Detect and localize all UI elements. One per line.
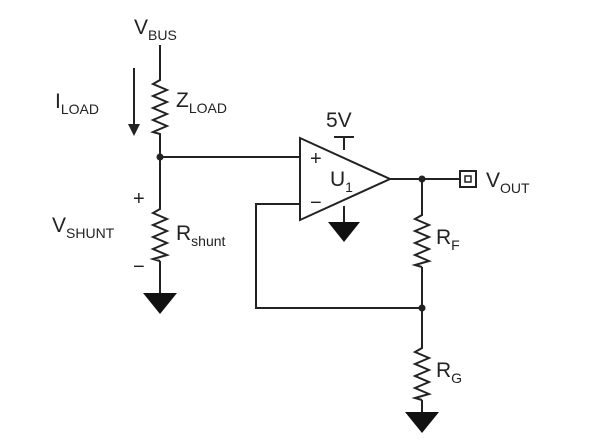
- opamp-minus-sign: −: [310, 192, 322, 214]
- zload-resistor-icon: [150, 76, 170, 138]
- rshunt-resistor-icon: [149, 205, 170, 262]
- rg-resistor-icon: [411, 344, 432, 401]
- ground-icon-rg: [405, 412, 439, 433]
- label-rshunt: Rshunt: [176, 222, 226, 249]
- ground-icon-shunt: [143, 293, 177, 314]
- ground-icon-opamp: [328, 222, 360, 242]
- vshunt-plus-sign: +: [133, 188, 145, 210]
- junction-node-feedback: [418, 304, 426, 312]
- label-supply-5v: 5V: [326, 109, 352, 132]
- label-zload: ZLOAD: [176, 89, 227, 116]
- label-rg: RG: [436, 359, 462, 386]
- wires: [159, 45, 460, 412]
- label-vshunt: VSHUNT: [52, 214, 115, 241]
- opamp-u1: [299, 136, 393, 222]
- opamp-plus-sign: +: [310, 148, 322, 170]
- vshunt-minus-sign: −: [133, 256, 145, 278]
- label-vbus: VBUS: [134, 16, 177, 43]
- vout-terminal-icon: [459, 170, 477, 188]
- label-u1: U1: [330, 168, 353, 195]
- label-iload: ILOAD: [55, 90, 99, 117]
- rf-resistor-icon: [411, 211, 432, 268]
- label-vout: VOUT: [486, 169, 530, 196]
- junction-node-output: [418, 175, 426, 183]
- iload-arrow-icon: [128, 68, 140, 136]
- label-rf: RF: [436, 226, 460, 253]
- wire-feedback-loop: [255, 203, 422, 309]
- vout-terminal-inner: [464, 175, 472, 183]
- junction-node-input: [156, 153, 164, 161]
